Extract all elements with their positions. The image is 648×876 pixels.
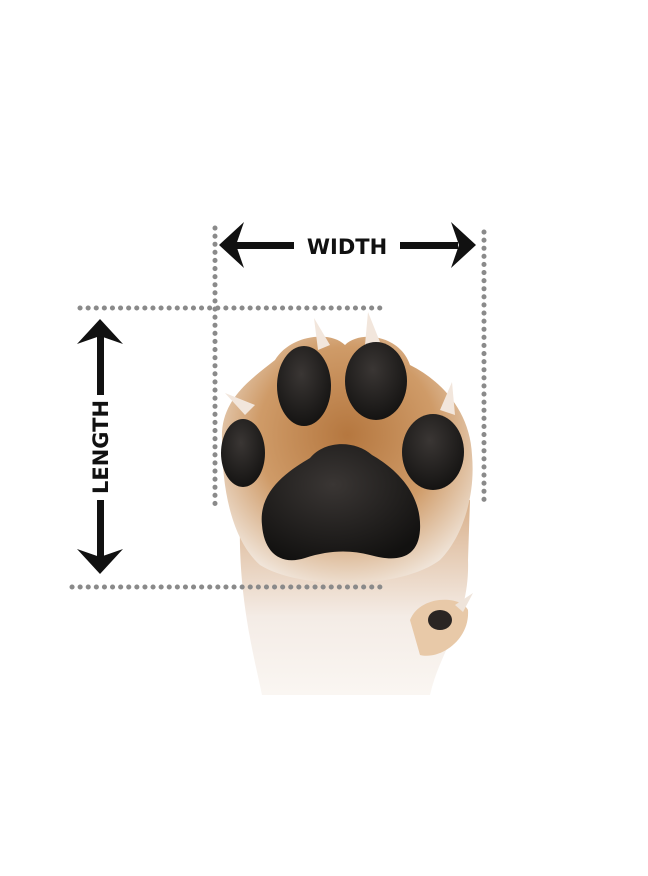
claw-2 (365, 312, 380, 345)
length-arrow-shaft-top (97, 335, 104, 395)
dewclaw-pad (428, 610, 452, 630)
dog-paw-illustration (221, 312, 473, 695)
toe-pad-1 (277, 346, 331, 426)
claw-4 (440, 382, 455, 415)
claw-1 (314, 318, 330, 350)
toe-pad-2 (345, 342, 407, 420)
claw-3 (225, 393, 255, 415)
width-arrow (219, 222, 476, 268)
length-arrow-shaft-bottom (97, 500, 104, 558)
width-arrow-shaft-left (236, 242, 294, 249)
toe-pad-3 (221, 419, 265, 487)
length-arrow (77, 319, 123, 574)
guide-lines (69, 225, 487, 590)
dewclaw-nail (455, 593, 473, 612)
width-arrow-shaft-right (400, 242, 458, 249)
length-arrowhead-top (77, 319, 123, 344)
main-pad (261, 444, 421, 561)
width-label: WIDTH (307, 235, 387, 259)
width-arrowhead-left (219, 222, 244, 268)
length-arrowhead-bottom (77, 549, 123, 574)
width-arrowhead-right (451, 222, 476, 268)
length-label: LENGTH (89, 400, 113, 494)
toe-pad-4 (402, 414, 464, 490)
